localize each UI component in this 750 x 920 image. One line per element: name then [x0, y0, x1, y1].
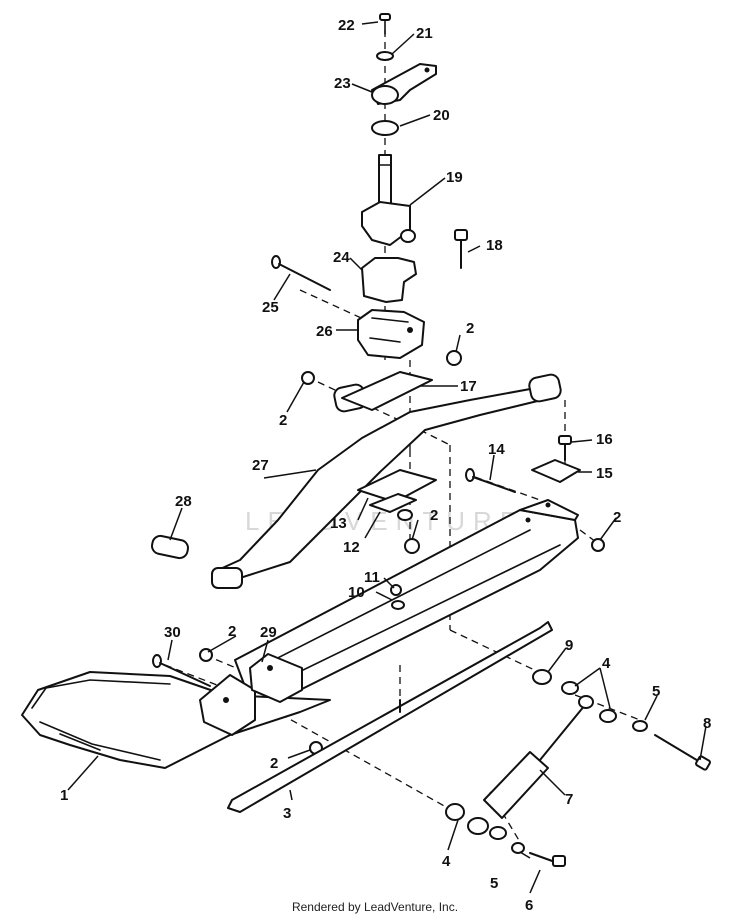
part-24-bracket [361, 257, 417, 303]
part-8-bolt [654, 734, 711, 771]
callout-16: 16 [596, 431, 613, 448]
callout-2-c: 2 [270, 755, 278, 772]
callout-1: 1 [60, 787, 68, 804]
callout-2-d: 2 [613, 509, 621, 526]
callout-17: 17 [460, 378, 477, 395]
callout-29: 29 [260, 624, 277, 641]
part-20-spacer [371, 120, 399, 136]
part-23-steering-arm [371, 63, 437, 105]
callout-7: 7 [565, 791, 573, 808]
callout-12: 12 [343, 539, 360, 556]
callout-3: 3 [283, 805, 291, 822]
part-4-bushings-upper [561, 681, 617, 723]
callout-30: 30 [164, 624, 181, 641]
part-4-bushing-lower [445, 803, 465, 821]
part-2-nut-d [591, 538, 605, 552]
callout-26: 26 [316, 323, 333, 340]
callout-21: 21 [416, 25, 433, 42]
part-26-housing [357, 309, 425, 359]
part-10-washer [391, 600, 405, 610]
part-13-pad [357, 469, 437, 503]
callout-23: 23 [334, 75, 351, 92]
part-19-spindle [361, 154, 416, 246]
part-5-washer-lower [511, 842, 525, 854]
callout-8: 8 [703, 715, 711, 732]
part-18-bolt [454, 229, 468, 269]
callout-9: 9 [565, 637, 573, 654]
part-28-pin [151, 534, 189, 560]
part-16-bolt [558, 435, 572, 461]
callout-11: 11 [364, 569, 380, 586]
callout-10: 10 [348, 584, 365, 601]
part-21-washer [376, 51, 394, 61]
callout-15: 15 [596, 465, 613, 482]
callout-leaders [67, 21, 707, 894]
callout-24: 24 [333, 249, 350, 266]
part-22-bolt [379, 13, 391, 35]
callout-18: 18 [486, 237, 503, 254]
callout-2-a: 2 [279, 412, 287, 429]
part-29-mount [199, 653, 303, 736]
part-2-nut-a [446, 350, 462, 366]
part-3-wear-bar [227, 621, 553, 813]
callout-6: 6 [525, 897, 533, 914]
part-17-plate [341, 371, 433, 411]
part-7-shock-absorber [467, 695, 594, 835]
part-14-bolt [465, 468, 516, 493]
callout-28: 28 [175, 493, 192, 510]
part-6-bolt [529, 852, 566, 867]
callout-2-e: 2 [466, 320, 474, 337]
callout-25: 25 [262, 299, 279, 316]
part-15-plate [531, 459, 581, 483]
part-2-nut-c [404, 538, 420, 554]
callout-4-a: 4 [442, 853, 451, 870]
callout-5-b: 5 [490, 875, 498, 892]
callout-5-a: 5 [652, 683, 660, 700]
part-4-bushing-lower-b [489, 826, 507, 840]
callout-4-b: 4 [602, 655, 611, 672]
part-9-bushing [532, 669, 552, 685]
part-12-bushing [369, 493, 417, 521]
callout-22: 22 [338, 17, 355, 34]
part-30-bolt [152, 654, 211, 687]
callout-13: 13 [330, 515, 347, 532]
callout-20: 20 [433, 107, 450, 124]
callout-numbers: 1 3 2 2 2 2 2 2 4 4 5 5 6 7 8 9 10 11 12… [60, 17, 711, 914]
part-25-bolt [271, 255, 331, 291]
footer-credit: Rendered by LeadVenture, Inc. [291, 900, 459, 914]
callout-14: 14 [488, 441, 505, 458]
part-1-ski [21, 671, 331, 769]
part-2-nut-b [301, 371, 315, 385]
callout-19: 19 [446, 169, 463, 186]
callout-2-b: 2 [228, 623, 236, 640]
callout-27: 27 [252, 457, 269, 474]
part-ski-body [234, 499, 579, 701]
callout-2-f: 2 [430, 507, 438, 524]
part-5-washer-upper [632, 720, 648, 732]
